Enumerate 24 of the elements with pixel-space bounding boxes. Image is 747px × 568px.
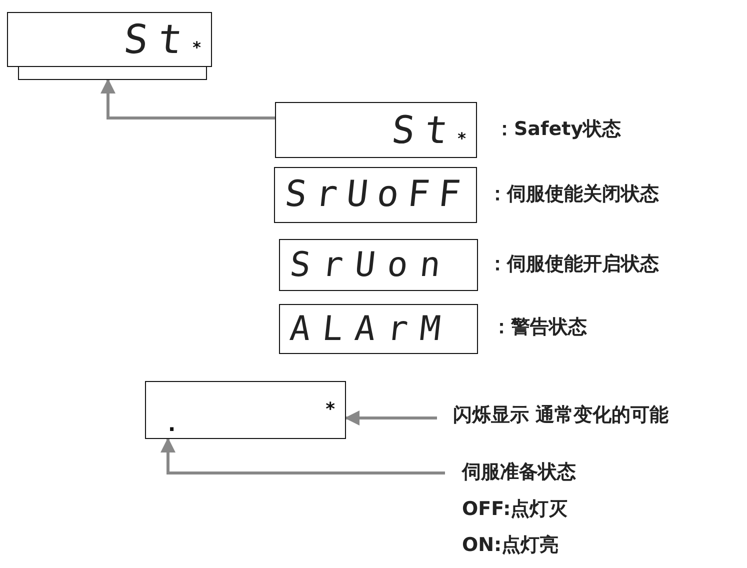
annotation-text: 伺服准备状态	[462, 460, 576, 485]
status-description: ：伺服使能开启状态	[488, 252, 659, 277]
segment-display	[145, 381, 346, 439]
arrow	[100, 78, 275, 120]
segment-display	[274, 167, 477, 223]
blink-mark: *	[326, 401, 335, 419]
blink-mark: *	[192, 40, 201, 56]
segment-display	[279, 239, 478, 291]
status-description: ：伺服使能关闭状态	[488, 182, 659, 207]
display-readout: SrUoFF	[283, 177, 471, 213]
segment-display	[7, 12, 212, 67]
arrow	[160, 438, 445, 474]
segment-display	[275, 102, 477, 158]
display-readout: ALArM	[288, 312, 454, 346]
annotation-text: 闪烁显示 通常变化的可能	[453, 403, 669, 428]
segment-display	[279, 304, 478, 354]
decimal-point: .	[168, 414, 176, 434]
status-description: ：Safety状态	[495, 117, 622, 142]
annotation-text: ON:点灯亮	[462, 533, 560, 558]
status-description: ：警告状态	[492, 315, 587, 340]
blink-mark: *	[458, 131, 466, 147]
annotation-text: OFF:点灯灭	[462, 496, 569, 522]
arrow	[344, 410, 437, 426]
display-readout: SrUon	[288, 248, 454, 282]
